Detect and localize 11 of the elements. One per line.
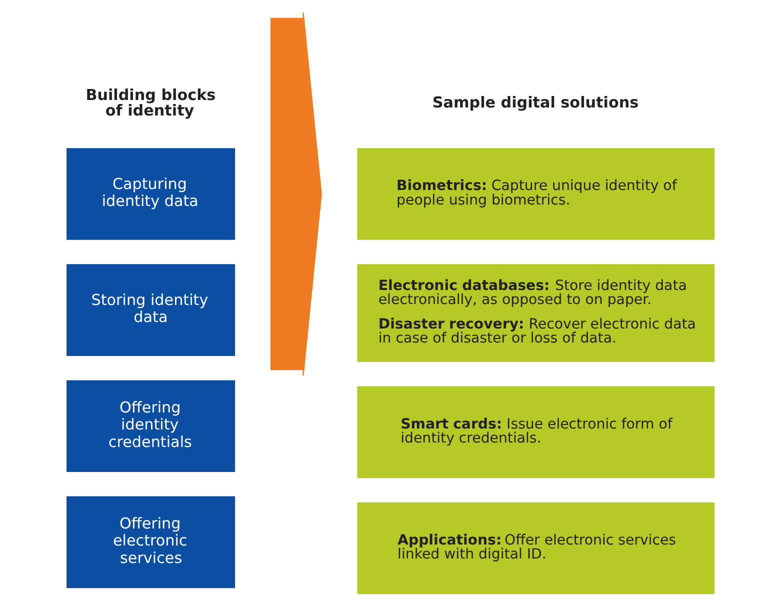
node-box: Biometrics: Capture unique identity of people using biometrics. — [357, 148, 714, 240]
node-box: Capturing identity data — [66, 148, 236, 240]
node-box: Smart cards: Issue electronic form of identity credentials. — [357, 386, 714, 478]
node-box: Electronic databases: Store identity data electronically, as opposed to on paper. Disaster recovery: Recover electronic data in case of disaster or loss of data. — [357, 264, 714, 362]
node-box: Storing identity data — [66, 264, 236, 356]
node-arrow — [270, 12, 322, 376]
label: Building blocks of identity — [86, 86, 216, 120]
label: Sample digital solutions — [432, 94, 639, 112]
node-box: Offering identity credentials — [66, 380, 236, 472]
node-box: Applications: Offer electronic services linked with digital ID. — [357, 502, 714, 594]
node-box: Offering electronic services — [66, 496, 236, 588]
